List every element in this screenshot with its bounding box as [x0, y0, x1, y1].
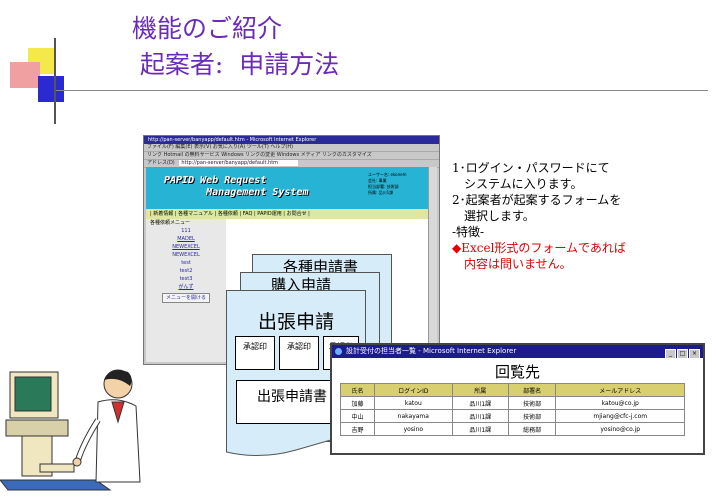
- address-input[interactable]: http://pan-server/banyapp/default.htm: [179, 160, 299, 166]
- menu-open-button[interactable]: メニューを開ける: [162, 293, 210, 303]
- column-header: 所属: [451, 383, 509, 397]
- nav-menu[interactable]: | 新着情報 | 各種マニュアル | 各種依頼 | FAQ | PAPID運用 …: [146, 209, 429, 219]
- title-underline: [56, 90, 708, 91]
- menu-item[interactable]: MADEL: [177, 236, 195, 242]
- note-step2: 2･起案者が起案するフォームを: [452, 193, 622, 207]
- approval-stamp: 承認印: [279, 336, 319, 370]
- menu-item[interactable]: NEWEXCEL: [172, 252, 200, 258]
- ie-icon: [335, 348, 342, 355]
- decor-vertical-line: [54, 38, 56, 124]
- browser-scrollbar[interactable]: [428, 167, 437, 362]
- menu-item[interactable]: がんず: [178, 284, 194, 290]
- description-notes: 1･ログイン・パスワードにて システムに入ります。 2･起案者が起案するフォーム…: [452, 160, 626, 272]
- menu-item[interactable]: test3: [179, 276, 193, 282]
- column-header: 部署名: [507, 383, 557, 397]
- menu-item[interactable]: test: [181, 260, 191, 266]
- menu-item[interactable]: NEWEXCEL: [172, 244, 200, 250]
- request-menu: 各種依頼メニュー 111 MADEL NEWEXCEL NEWEXCEL tes…: [146, 219, 226, 362]
- menu-item[interactable]: 111: [181, 228, 191, 234]
- note-step1: 1･ログイン・パスワードにて: [452, 161, 610, 175]
- note-step1-cont: システムに入ります。: [464, 177, 583, 191]
- minimize-icon[interactable]: _: [665, 349, 676, 359]
- circulation-heading: 回覧先: [494, 363, 540, 381]
- browser-titlebar: http://pan-server/banyapp/default.htm - …: [144, 136, 439, 144]
- column-header: メールアドレス: [555, 383, 685, 397]
- note-step2-cont: 選択します。: [464, 209, 535, 223]
- list-window-title: 設計受付の担当者一覧 - Microsoft Internet Explorer: [346, 347, 517, 355]
- close-icon[interactable]: ×: [689, 349, 700, 359]
- decor-blue-square: [38, 76, 64, 102]
- menu-header: 各種依頼メニュー: [150, 220, 191, 226]
- table-row: 吉野 yosino 品川1課 総務部 yosino@co.jp: [340, 422, 685, 436]
- decor-pink-square: [10, 62, 40, 88]
- maximize-icon[interactable]: □: [677, 349, 688, 359]
- browser-menubar[interactable]: ファイル(F) 編集(E) 表示(V) お気に入り(A) ツール(T) ヘルプ(…: [144, 144, 439, 152]
- user-info: ユーザー名: ekonem 会社: 事業 担当部署: 技術部 所属: 品川1課: [368, 172, 407, 195]
- approval-stamp: 承認印: [235, 336, 275, 370]
- slide-title-line2: 起案者: 申請方法: [124, 50, 340, 79]
- circulation-table: 氏名 ログインID 所属 部署名 メールアドレス 加藤 katou 品川1課 技…: [340, 383, 685, 436]
- form-title-various: 各種申請書: [283, 258, 359, 276]
- form-title-trip: 出張申請: [258, 311, 335, 333]
- note-feature-label: -特徴-: [452, 225, 485, 239]
- slide-title-line1: 機能のご紹介: [132, 14, 283, 43]
- column-header: ログインID: [374, 383, 453, 397]
- column-header: 氏名: [340, 383, 375, 397]
- person-at-computer-illustration: [0, 369, 141, 491]
- address-label: アドレス(D): [147, 160, 175, 166]
- form-title-purchase: 購入申請: [271, 276, 332, 294]
- table-row: 加藤 katou 品川1課 技術部 katou@co.jp: [340, 396, 685, 410]
- app-logo: PAPID Web Request Management System: [164, 175, 309, 198]
- list-window: 設計受付の担当者一覧 - Microsoft Internet Explorer…: [330, 343, 705, 455]
- trip-form-subtitle: 出張申請書: [257, 389, 327, 405]
- table-row: 中山 nakayama 品川1課 技術部 mjiang@cfc-j.com: [340, 409, 685, 423]
- browser-toolbar[interactable]: リンク Hotmail の無料サービス Windows リンクの変更 Windo…: [144, 152, 439, 160]
- note-feature: ◆Excel形式のフォームであれば: [452, 241, 626, 255]
- banner: PAPID Web Request Management System ユーザー…: [146, 167, 429, 209]
- list-window-titlebar: 設計受付の担当者一覧 - Microsoft Internet Explorer…: [332, 345, 703, 359]
- note-feature-cont: 内容は問いません。: [464, 257, 572, 271]
- menu-item[interactable]: test2: [179, 268, 193, 274]
